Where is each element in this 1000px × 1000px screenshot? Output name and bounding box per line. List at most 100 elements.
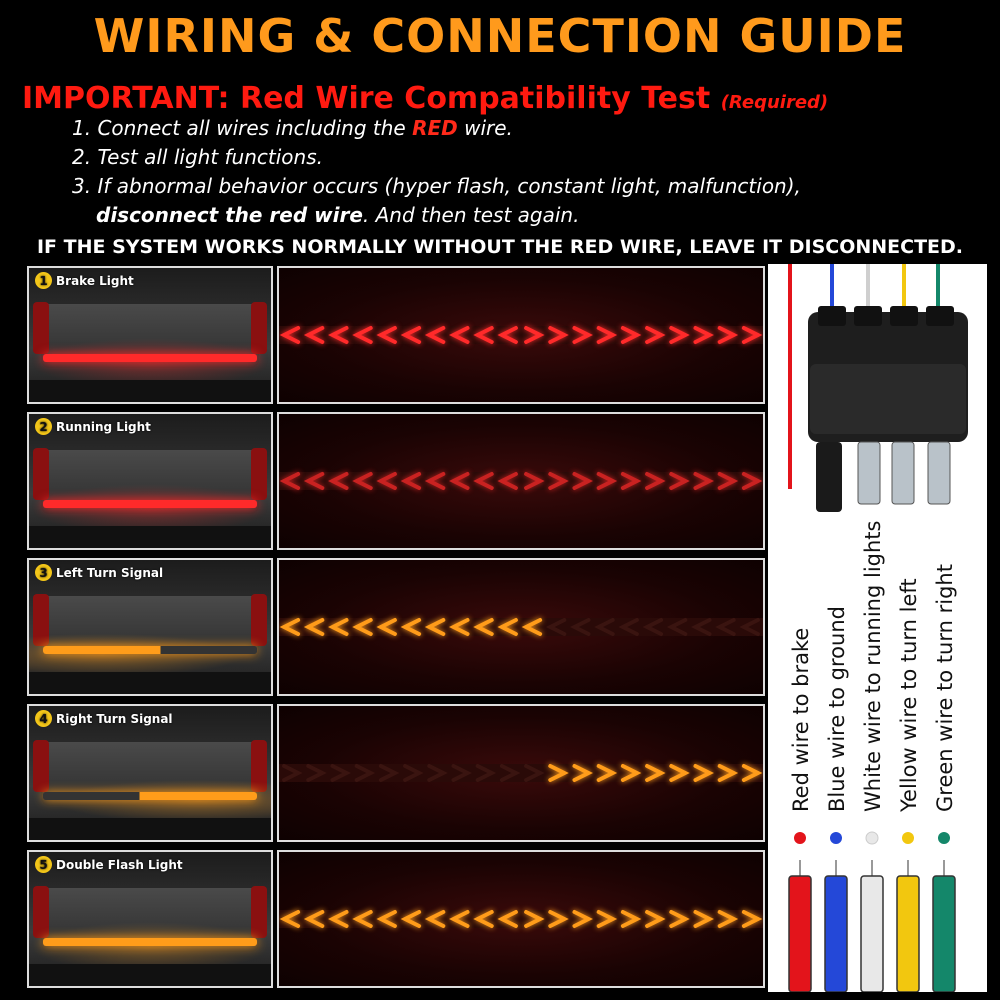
led-arrow xyxy=(449,326,470,344)
led-arrow xyxy=(449,910,470,928)
led-arrow xyxy=(279,326,301,344)
led-arrow xyxy=(497,326,518,344)
light-glow xyxy=(29,338,271,388)
important-text: IMPORTANT: Red Wire Compatibility Test xyxy=(22,81,711,116)
led-arrow xyxy=(669,764,690,782)
led-arrow xyxy=(741,764,763,782)
tail-lamp-right xyxy=(251,886,267,938)
led-arrow xyxy=(497,618,518,636)
led-arrow xyxy=(524,472,545,490)
led-arrow xyxy=(618,618,639,636)
led-arrow xyxy=(717,910,739,928)
led-arrow xyxy=(596,764,618,782)
tail-lamp-right xyxy=(251,594,267,646)
bumper xyxy=(29,818,271,840)
tail-lamp-left xyxy=(33,448,49,500)
mode-label-text: Brake Light xyxy=(56,273,134,288)
led-arrow xyxy=(693,910,714,928)
bumper xyxy=(29,964,271,986)
led-arrow xyxy=(449,618,470,636)
led-arrow xyxy=(497,472,518,490)
led-strip-closeup xyxy=(277,266,765,404)
led-arrow xyxy=(572,472,593,490)
light-glow xyxy=(29,776,271,826)
wire-insulation xyxy=(896,875,920,992)
led-arrow xyxy=(739,618,760,636)
disconnect-instruction: disconnect the red wire xyxy=(96,203,363,227)
light-bar xyxy=(43,938,257,946)
led-arrow xyxy=(524,910,545,928)
mode-number-badge: 3 xyxy=(35,564,52,581)
wire-label: Yellow wire to turn left xyxy=(897,578,921,813)
step-1: 1. Connect all wires including the RED w… xyxy=(72,116,513,140)
led-arrow xyxy=(620,326,642,344)
led-arrow xyxy=(400,472,422,490)
led-arrow xyxy=(403,764,424,782)
led-arrow xyxy=(545,618,567,636)
led-arrow xyxy=(499,764,521,782)
led-arrow xyxy=(424,472,446,490)
led-arrow xyxy=(645,910,666,928)
led-arrow xyxy=(376,910,397,928)
led-arrow xyxy=(400,326,422,344)
led-arrow xyxy=(328,326,349,344)
tail-lamp-left xyxy=(33,886,49,938)
led-arrow xyxy=(669,472,690,490)
led-arrow xyxy=(376,326,397,344)
bumper xyxy=(29,526,271,548)
led-strip-closeup xyxy=(277,850,765,988)
led-arrow xyxy=(645,326,666,344)
tail-lamp-right xyxy=(251,740,267,792)
led-arrow xyxy=(303,326,325,344)
led-strip-graphic xyxy=(279,910,763,928)
led-arrow xyxy=(669,910,690,928)
led-arrow xyxy=(400,618,422,636)
led-strip-closeup xyxy=(277,412,765,550)
strip-body xyxy=(279,472,763,490)
led-arrow xyxy=(596,472,618,490)
led-arrow xyxy=(352,472,373,490)
led-arrow xyxy=(352,326,373,344)
page-title: WIRING & CONNECTION GUIDE xyxy=(93,9,907,63)
connector-face xyxy=(810,364,966,434)
led-arrow xyxy=(693,326,714,344)
led-arrow xyxy=(596,910,618,928)
connector-tab xyxy=(816,442,842,512)
led-arrow xyxy=(620,472,642,490)
led-arrow xyxy=(715,618,736,636)
led-arrow xyxy=(693,472,714,490)
connector-socket xyxy=(818,306,846,326)
instruction-steps: 1. Connect all wires including the RED w… xyxy=(72,114,801,230)
led-arrow xyxy=(669,326,690,344)
wire-label: White wire to running lights xyxy=(861,521,885,812)
connector-pin xyxy=(857,441,881,505)
led-arrow xyxy=(572,910,593,928)
mode-label-text: Double Flash Light xyxy=(56,857,183,872)
led-arrow xyxy=(473,472,494,490)
wire-color-dot xyxy=(902,832,914,844)
led-arrow xyxy=(279,618,301,636)
mode-label-text: Running Light xyxy=(56,419,151,434)
led-arrow xyxy=(645,764,666,782)
light-glow xyxy=(29,484,271,534)
connector-pin xyxy=(927,441,951,505)
wire-color-dot xyxy=(865,831,879,845)
bumper xyxy=(29,672,271,694)
led-arrow xyxy=(741,326,763,344)
led-arrow xyxy=(400,910,422,928)
step-2: 2. Test all light functions. xyxy=(72,145,323,169)
wire-label: Red wire to brake xyxy=(789,628,813,812)
led-arrow xyxy=(376,618,397,636)
bumper xyxy=(29,380,271,402)
led-strip-graphic xyxy=(279,326,763,344)
required-note: (Required) xyxy=(720,92,829,113)
led-arrow xyxy=(548,910,569,928)
led-arrow xyxy=(594,618,615,636)
